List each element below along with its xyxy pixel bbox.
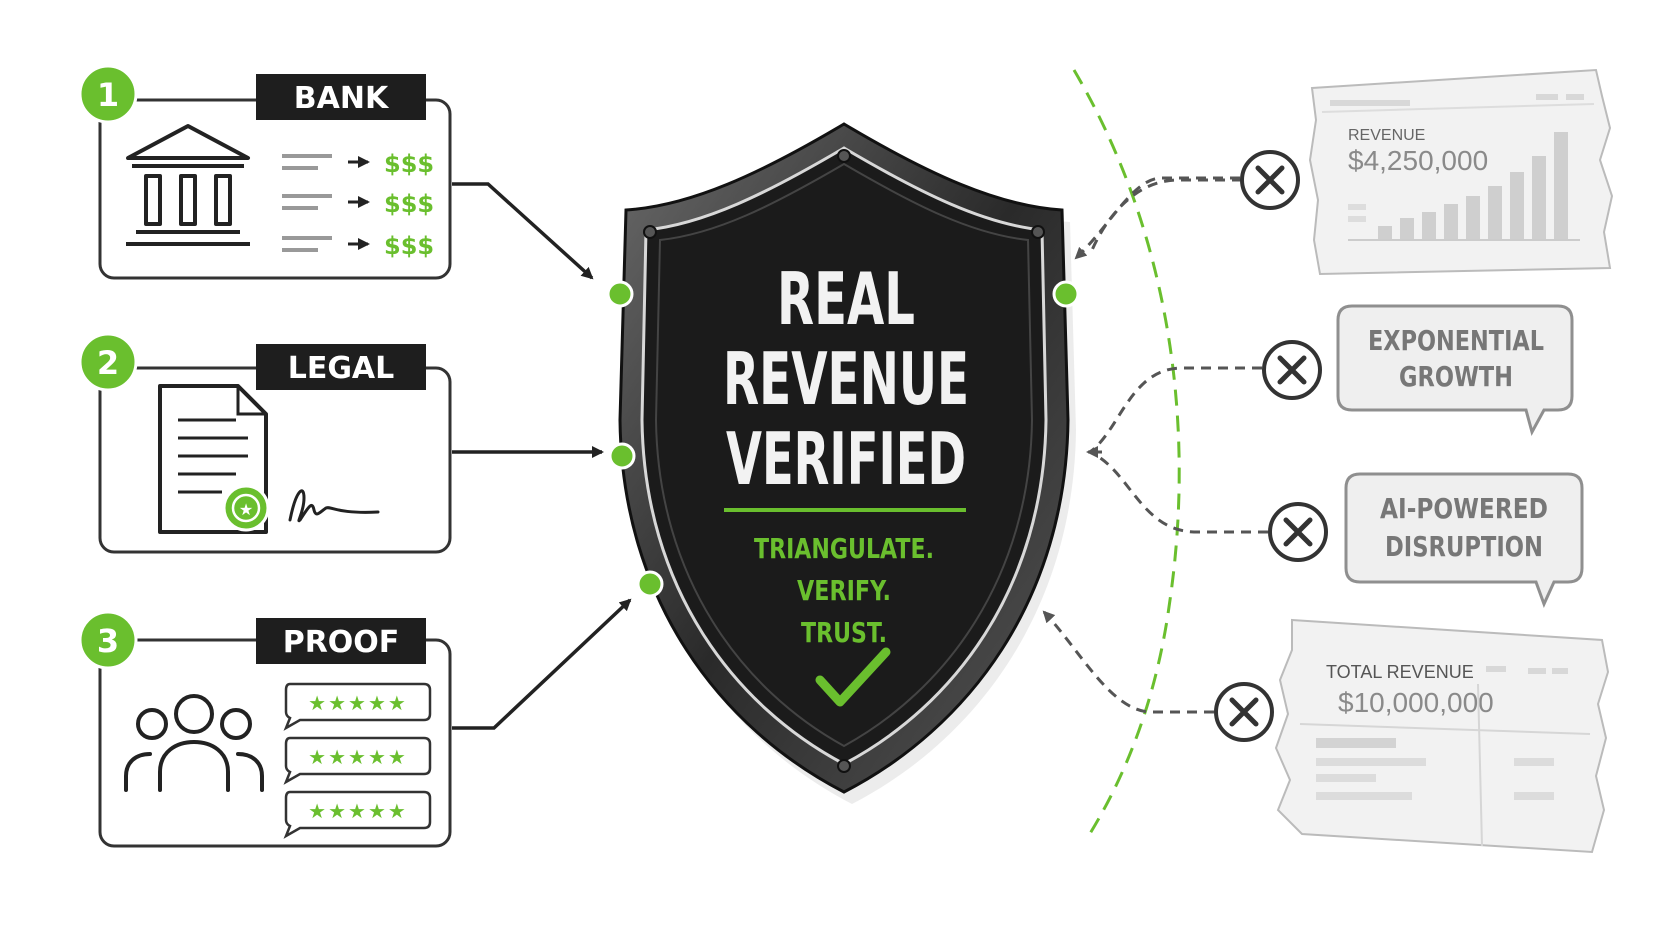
step-badge bbox=[78, 610, 138, 670]
claim-connector bbox=[1089, 450, 1268, 534]
source-card-legal: LEGAL 2 ★ bbox=[78, 332, 452, 554]
star-rating: ★★★★★ bbox=[308, 799, 408, 823]
step-number: 2 bbox=[97, 344, 119, 382]
signed-contract-icon: ★ bbox=[158, 384, 380, 534]
reject-x-icon bbox=[1214, 682, 1274, 742]
bubble-text-line: DISRUPTION bbox=[1385, 530, 1543, 563]
bank-arrow bbox=[452, 182, 594, 280]
signature-icon bbox=[288, 489, 380, 523]
claim-connector bbox=[1074, 176, 1240, 260]
star-rating: ★★★★★ bbox=[308, 691, 408, 715]
shield-title-line: REVENUE bbox=[723, 337, 969, 421]
svg-text:★: ★ bbox=[239, 500, 253, 519]
bubble-text-line: GROWTH bbox=[1399, 360, 1513, 393]
card-tag bbox=[256, 74, 426, 120]
claim-bubble-exponential-growth: EXPONENTIAL GROWTH bbox=[1336, 304, 1574, 436]
claim-statement-clipping: TOTAL REVENUE $10,000,000 bbox=[1274, 618, 1610, 854]
proof-arrow bbox=[452, 598, 632, 730]
card-tag bbox=[256, 618, 426, 664]
review-bubble: ★★★★★ bbox=[283, 682, 432, 731]
money-label: $$$ bbox=[384, 190, 434, 218]
shield-title-line: REAL bbox=[777, 257, 915, 341]
step-badge bbox=[78, 332, 138, 392]
bubble-text-line: EXPONENTIAL bbox=[1368, 324, 1544, 357]
claim-connector bbox=[1042, 610, 1214, 714]
claim-connector bbox=[1089, 366, 1262, 454]
verification-shield: REAL REVENUE VERIFIED TRIANGULATE. VERIF… bbox=[606, 122, 1080, 804]
reject-x-icon bbox=[1268, 502, 1328, 562]
source-card-bank: BANK 1 $$$ $$$ $ bbox=[78, 64, 452, 280]
card-tag bbox=[256, 344, 426, 390]
star-rating: ★★★★★ bbox=[308, 745, 408, 769]
input-node bbox=[608, 442, 636, 470]
shield-title-line: VERIFIED bbox=[726, 417, 966, 501]
shield-motto: TRUST. bbox=[801, 616, 887, 649]
claim-bubble-ai-powered-disruption: AI-POWERED DISRUPTION bbox=[1344, 472, 1584, 608]
filter-barrier bbox=[1072, 69, 1181, 841]
shield-motto: VERIFY. bbox=[797, 574, 891, 607]
money-label: $$$ bbox=[384, 232, 434, 260]
step-number: 1 bbox=[97, 76, 119, 114]
bank-row: $$$ bbox=[282, 190, 434, 218]
card-tag-label: LEGAL bbox=[288, 351, 395, 386]
bubble-text-line: AI-POWERED bbox=[1380, 492, 1548, 525]
bank-row: $$$ bbox=[282, 150, 434, 178]
review-bubble: ★★★★★ bbox=[283, 736, 432, 785]
statement-value: $10,000,000 bbox=[1338, 687, 1494, 718]
step-badge bbox=[78, 64, 138, 124]
card-tag-label: PROOF bbox=[283, 625, 400, 660]
dashboard-label: REVENUE bbox=[1348, 127, 1425, 144]
card-frame bbox=[98, 366, 452, 554]
bar-chart-icon bbox=[1378, 132, 1568, 240]
source-card-proof: PROOF 3 ★★★★★ ★★★★★ ★★★★★ bbox=[78, 610, 452, 848]
step-number: 3 bbox=[97, 622, 119, 660]
seal-icon bbox=[222, 484, 270, 532]
dashboard-value: $4,250,000 bbox=[1348, 145, 1488, 176]
card-tag-label: BANK bbox=[294, 81, 390, 116]
bank-row: $$$ bbox=[282, 232, 434, 260]
statement-label: TOTAL REVENUE bbox=[1326, 662, 1474, 682]
claim-dashboard-clipping: REVENUE $4,250,000 bbox=[1308, 68, 1614, 276]
money-label: $$$ bbox=[384, 150, 434, 178]
reject-x-icon bbox=[1262, 340, 1322, 400]
checkmark-icon bbox=[815, 647, 891, 707]
input-node bbox=[1052, 280, 1080, 308]
review-bubble: ★★★★★ bbox=[283, 790, 432, 839]
people-group-icon bbox=[124, 694, 264, 792]
reject-x-icon bbox=[1240, 150, 1300, 210]
input-node bbox=[636, 570, 664, 598]
input-node bbox=[606, 280, 634, 308]
bank-building-icon bbox=[126, 124, 250, 246]
claim-connector bbox=[1090, 178, 1242, 251]
shield-motto: TRIANGULATE. bbox=[754, 532, 934, 565]
